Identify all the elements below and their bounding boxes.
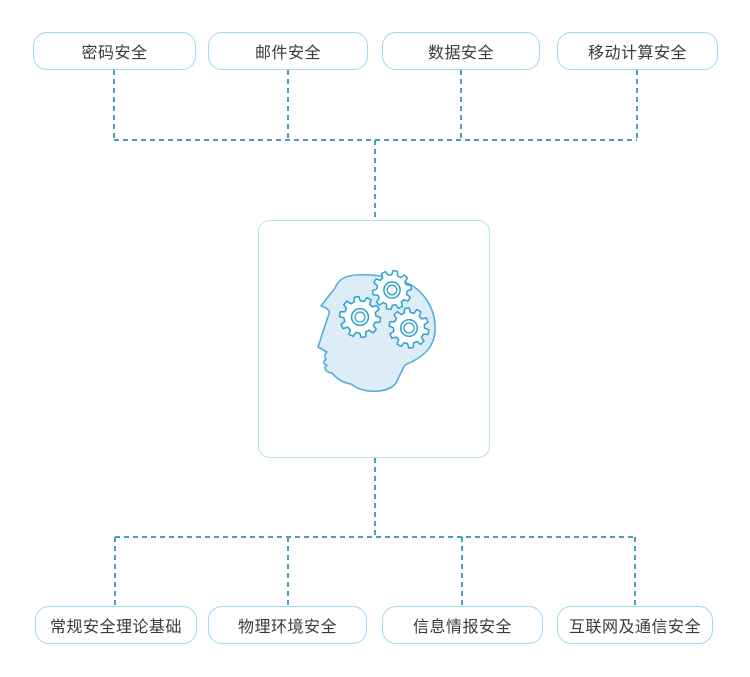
node-label: 密码安全	[81, 43, 148, 62]
node-data-security[interactable]: 数据安全	[382, 32, 540, 70]
node-label: 常规安全理论基础	[49, 617, 182, 636]
node-label: 物理环境安全	[237, 617, 337, 636]
node-general-security-theory[interactable]: 常规安全理论基础	[35, 606, 197, 644]
head-with-gears-icon	[317, 267, 436, 393]
top-connector	[113, 70, 638, 220]
gear-icon	[384, 303, 434, 353]
node-label: 信息情报安全	[412, 617, 512, 636]
center-root-node[interactable]	[258, 220, 490, 458]
node-password-security[interactable]: 密码安全	[33, 32, 196, 70]
gear-icon	[336, 293, 384, 341]
node-information-intelligence-security[interactable]: 信息情报安全	[382, 606, 543, 644]
node-mobile-computing-security[interactable]: 移动计算安全	[557, 32, 718, 70]
node-label: 邮件安全	[254, 43, 321, 62]
bottom-connector	[114, 458, 636, 606]
node-label: 数据安全	[427, 43, 494, 62]
gear-icon	[369, 267, 415, 313]
node-email-security[interactable]: 邮件安全	[208, 32, 368, 70]
node-internet-communication-security[interactable]: 互联网及通信安全	[557, 606, 713, 644]
node-label: 互联网及通信安全	[568, 617, 701, 636]
node-physical-environment-security[interactable]: 物理环境安全	[208, 606, 367, 644]
node-label: 移动计算安全	[587, 43, 687, 62]
